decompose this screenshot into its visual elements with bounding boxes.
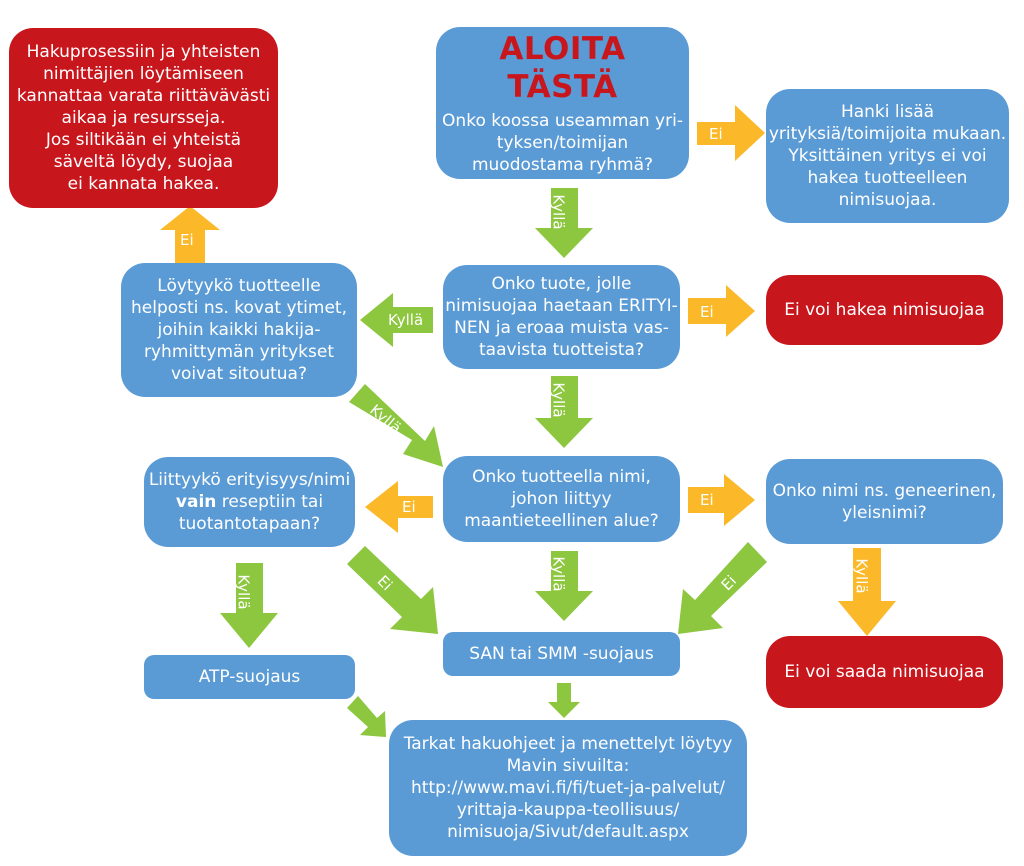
start-question-line: Onko koossa useamman yri- bbox=[442, 111, 683, 131]
start-question-box: ALOITA TÄSTÄ Onko koossa useamman yri- t… bbox=[436, 27, 689, 179]
core-question-line: voivat sitoutua? bbox=[170, 364, 308, 384]
geo-question-box: Onko tuotteella nimi, johon liittyy maan… bbox=[443, 456, 680, 542]
no-arrow-core-up bbox=[160, 206, 220, 263]
no-label-start-right: Ei bbox=[709, 125, 723, 143]
no-label-geo-right: Ei bbox=[700, 491, 714, 509]
gather-more-line: yrityksiä/toimijoita mukaan. bbox=[768, 124, 1007, 144]
instructions-line: Mavin sivuilta: bbox=[506, 756, 630, 776]
no-label-core-up: Ei bbox=[180, 231, 194, 249]
yes-arrow-geo-down bbox=[535, 551, 593, 621]
yes-label-generic-down: Kyllä bbox=[852, 558, 871, 594]
atp-box: ATP-suojaus bbox=[144, 655, 355, 699]
gather-more-box: Hanki lisää yrityksiä/toimijoita mukaan.… bbox=[766, 89, 1009, 223]
no-arrow-geo-right bbox=[688, 474, 755, 526]
san-smm-box: SAN tai SMM -suojaus bbox=[443, 632, 680, 676]
instructions-box: Tarkat hakuohjeet ja menettelyt löytyy M… bbox=[389, 720, 747, 856]
yes-arrow-unique-left bbox=[360, 293, 433, 347]
start-question-line: tyksen/toimijan bbox=[496, 133, 629, 153]
geo-question-line: johon liittyy bbox=[511, 489, 612, 509]
atp-label: ATP-suojaus bbox=[198, 667, 301, 687]
arrow-san-down bbox=[548, 683, 580, 718]
emphasis-vain: vain bbox=[175, 492, 217, 512]
no-arrow-unique-right bbox=[688, 285, 755, 337]
no-arrow-geo-left bbox=[365, 481, 433, 533]
no-arrow-generic-diagonal bbox=[678, 542, 767, 634]
core-question-line: Löytyykö tuotteelle bbox=[157, 276, 321, 296]
san-smm-label: SAN tai SMM -suojaus bbox=[469, 644, 654, 664]
warning-line: kannattaa varata riittävävästi bbox=[16, 86, 271, 106]
generic-question-line: yleisnimi? bbox=[842, 502, 927, 523]
warning-line: nimittäjien löytämiseen bbox=[43, 64, 244, 84]
core-question-line: helposti ns. kovat ytimet, bbox=[131, 298, 347, 318]
yes-label-unique-down: Kyllä bbox=[549, 382, 568, 418]
recipe-question-line: Liittyykö erityisyys/nimi bbox=[148, 470, 351, 490]
yes-arrow-recipe-down bbox=[220, 563, 278, 648]
generic-question-line: Onko nimi ns. geneerinen, bbox=[772, 480, 997, 501]
no-arrow-start-right bbox=[697, 105, 765, 161]
no-label-geo-left: Ei bbox=[402, 498, 416, 516]
unique-question-line: taavista tuotteista? bbox=[479, 340, 644, 360]
core-question-line: ryhmittymän yritykset bbox=[144, 342, 334, 362]
yes-label-unique-left: Kyllä bbox=[388, 311, 424, 329]
warning-box: Hakuprosessiin ja yhteisten nimittäjien … bbox=[9, 28, 278, 208]
unique-question-line: Onko tuote, jolle bbox=[491, 274, 632, 294]
core-question-line: joihin kaikki hakija- bbox=[157, 320, 321, 340]
generic-name-question-box: Onko nimi ns. geneerinen, yleisnimi? bbox=[766, 459, 1003, 544]
cannot-get-line: Ei voi saada nimisuojaa bbox=[784, 662, 985, 682]
warning-line: Jos siltikään ei yhteistä bbox=[45, 130, 242, 150]
yes-label-recipe-down: Kyllä bbox=[234, 574, 253, 610]
start-question-line: muodostama ryhmä? bbox=[471, 155, 654, 175]
instructions-url-line: nimisuoja/Sivut/default.aspx bbox=[447, 822, 689, 842]
instructions-url-line: http://www.mavi.fi/fi/tuet-ja-palvelut/ bbox=[411, 778, 725, 798]
warning-line: säveltä löydy, suojaa bbox=[53, 152, 234, 172]
instructions-url-line: yrittaja-kauppa-teollisuus/ bbox=[456, 800, 680, 820]
warning-line: Hakuprosessiin ja yhteisten bbox=[26, 42, 261, 62]
cannot-get-box: Ei voi saada nimisuojaa bbox=[766, 636, 1003, 708]
arrow-atp-diagonal bbox=[347, 696, 386, 737]
recipe-question-line: tuotantotapaan? bbox=[178, 514, 321, 534]
unique-product-question-box: Onko tuote, jolle nimisuojaa haetaan ERI… bbox=[443, 265, 680, 369]
unique-question-line: NEN ja eroaa muista vas- bbox=[454, 318, 669, 338]
unique-question-line: nimisuojaa haetaan ERITYI- bbox=[445, 296, 678, 316]
geo-question-line: Onko tuotteella nimi, bbox=[472, 467, 651, 487]
gather-more-line: Yksittäinen yritys ei voi bbox=[788, 146, 987, 166]
yes-arrow-unique-down bbox=[535, 376, 593, 448]
warning-line: aikaa ja resursseja. bbox=[61, 108, 226, 128]
cannot-apply-box: Ei voi hakea nimisuojaa bbox=[766, 275, 1003, 345]
recipe-question-line: vain reseptiin tai bbox=[176, 491, 323, 513]
no-label-unique-right: Ei bbox=[700, 303, 714, 321]
core-question-box: Löytyykö tuotteelle helposti ns. kovat y… bbox=[121, 263, 357, 397]
yes-label-start-down: Kyllä bbox=[549, 194, 568, 230]
yes-arrow-start-down bbox=[535, 188, 593, 258]
gather-more-line: Hanki lisää bbox=[840, 102, 935, 122]
recipe-question-box: Liittyykö erityisyys/nimi vain reseptiin… bbox=[144, 457, 355, 547]
cannot-apply-line: Ei voi hakea nimisuojaa bbox=[784, 300, 985, 320]
gather-more-line: hakea tuotteelleen bbox=[807, 168, 968, 188]
recipe-question-line-rest: reseptiin tai bbox=[216, 492, 324, 512]
instructions-line: Tarkat hakuohjeet ja menettelyt löytyy bbox=[403, 734, 733, 754]
yes-label-geo-down: Kyllä bbox=[549, 556, 568, 592]
warning-line: ei kannata hakea. bbox=[67, 174, 220, 194]
geo-question-line: maantieteellinen alue? bbox=[464, 511, 659, 531]
no-arrow-recipe-diagonal bbox=[347, 546, 438, 634]
gather-more-line: nimisuojaa. bbox=[838, 190, 937, 210]
start-title: ALOITA TÄSTÄ bbox=[499, 31, 626, 105]
yes-arrow-generic-down bbox=[838, 548, 896, 636]
yes-arrow-core-diagonal bbox=[349, 384, 443, 467]
